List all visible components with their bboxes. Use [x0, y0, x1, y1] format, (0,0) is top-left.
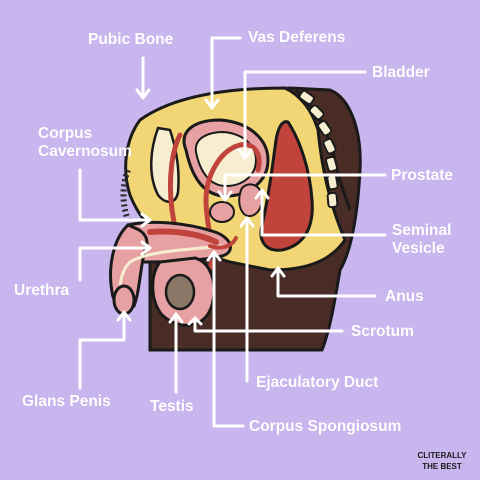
logo-line-2: THE BEST: [422, 462, 462, 471]
corpus-spongiosum-tissue: [208, 236, 238, 250]
label-scrotum: Scrotum: [351, 323, 414, 340]
label-testis: Testis: [150, 398, 194, 415]
seminal-vesicle: [238, 183, 264, 217]
label-anus: Anus: [385, 288, 424, 305]
leader-anus: [270, 266, 377, 298]
pubic-hair: [120, 168, 131, 222]
corpus-cavernosum-tissue: [147, 228, 219, 245]
prostate: [209, 201, 235, 223]
label-glans-penis: Glans Penis: [22, 393, 111, 410]
logo-line-1: CLITERALLY: [417, 451, 467, 460]
leader-glans-penis: [78, 310, 132, 390]
leader-prostate: [217, 173, 387, 202]
label-seminal-vesicle: Seminal Vesicle: [392, 222, 452, 257]
leader-corpus-spongiosum: [206, 250, 245, 428]
label-pubic-bone: Pubic Bone: [88, 31, 174, 48]
leader-ejaculatory-duct: [239, 216, 255, 383]
label-vas-deferens: Vas Deferens: [248, 29, 346, 46]
leader-scrotum: [187, 316, 344, 333]
label-corpus-spongiosum: Corpus Spongiosum: [249, 418, 402, 435]
leader-vas-deferens: [204, 36, 242, 110]
label-urethra: Urethra: [14, 282, 70, 299]
testis: [164, 273, 196, 311]
label-prostate: Prostate: [391, 167, 454, 184]
label-corpus-cavernosum: Corpus Cavernosum: [38, 125, 132, 160]
label-bladder: Bladder: [372, 64, 430, 81]
rectum: [259, 120, 314, 252]
brand-logo: CLITERALLY THE BEST: [417, 451, 467, 471]
glans: [112, 284, 136, 316]
vertebrae: [298, 89, 339, 209]
leader-lines: [78, 36, 387, 428]
leader-pubic-bone: [135, 56, 151, 100]
leader-urethra: [78, 240, 152, 282]
label-ejaculatory-duct: Ejaculatory Duct: [256, 374, 379, 391]
leader-corpus-cavernosum: [78, 168, 152, 228]
leader-bladder: [237, 70, 367, 160]
leader-seminal-vesicle: [254, 188, 387, 237]
leader-testis: [168, 312, 184, 394]
